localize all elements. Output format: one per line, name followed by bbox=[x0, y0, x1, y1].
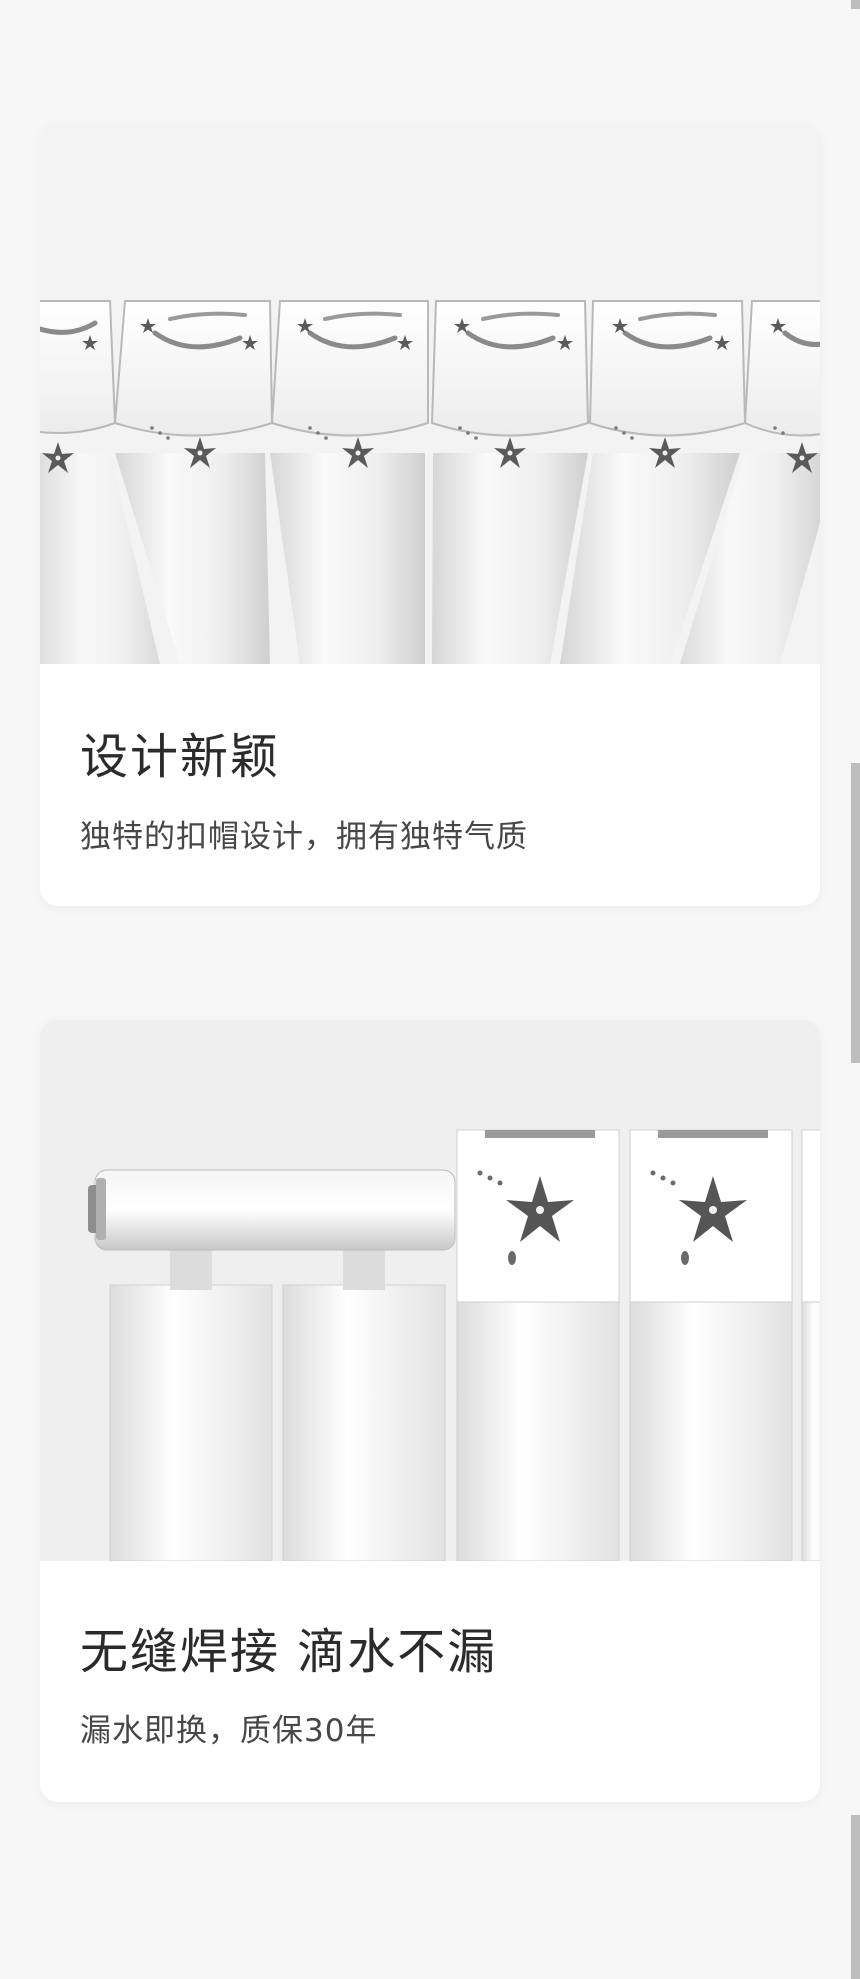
radiator-pipe-image bbox=[40, 1020, 820, 1561]
scrollbar-top-segment[interactable] bbox=[851, 0, 860, 9]
radiator-pipe-illustration bbox=[40, 1020, 820, 1561]
feature-card-design: 设计新颖 独特的扣帽设计，拥有独特气质 bbox=[40, 123, 820, 906]
scrollbar-bottom-segment[interactable] bbox=[851, 1815, 860, 1979]
feature-subtitle: 漏水即换，质保30年 bbox=[80, 1713, 378, 1749]
feature-subtitle: 独特的扣帽设计，拥有独特气质 bbox=[80, 819, 528, 855]
scrollbar-thumb[interactable] bbox=[851, 763, 860, 1063]
feature-title: 无缝焊接 滴水不漏 bbox=[80, 1624, 498, 1680]
radiator-caps-image bbox=[40, 123, 820, 664]
radiator-caps-illustration bbox=[40, 123, 820, 664]
feature-title: 设计新颖 bbox=[80, 729, 281, 785]
feature-card-welding: 无缝焊接 滴水不漏 漏水即换，质保30年 bbox=[40, 1020, 820, 1802]
